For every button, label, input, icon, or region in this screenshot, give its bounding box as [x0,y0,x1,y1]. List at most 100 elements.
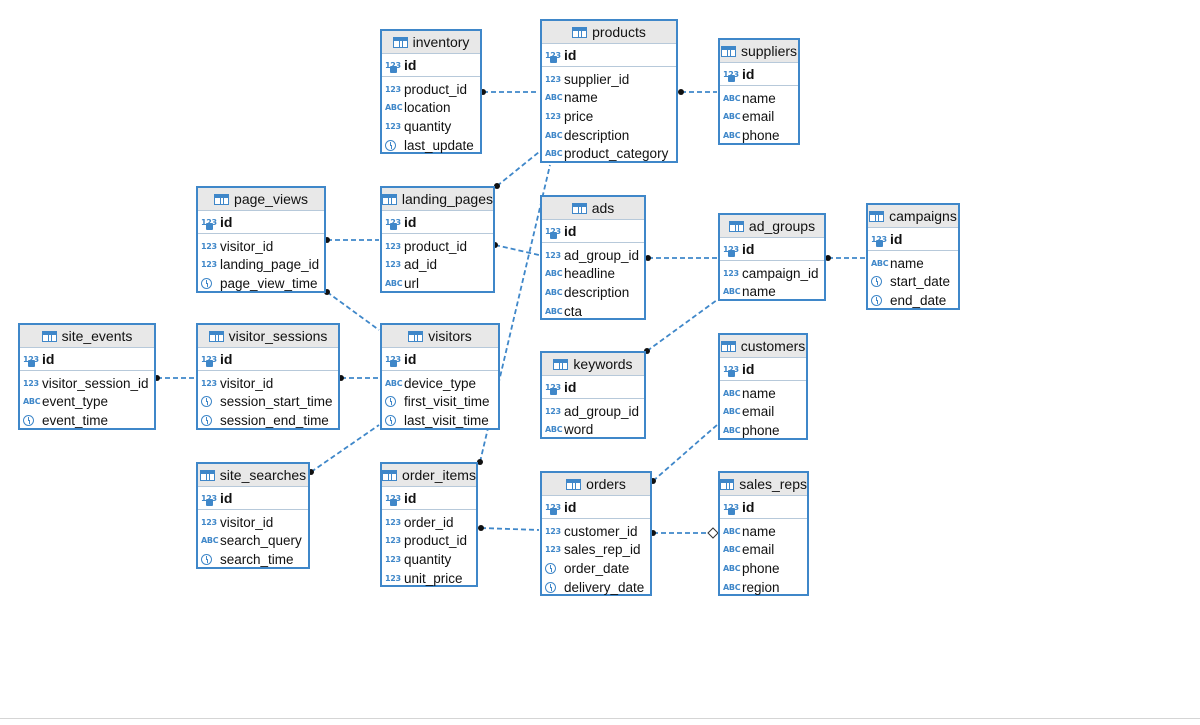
entity-order-items[interactable]: order_items123id 123order_id123product_id… [380,462,478,587]
entity-header[interactable]: landing_pages [382,188,493,211]
entity-sales-reps[interactable]: sales_reps123idABCnameABCemailABCphoneAB… [718,471,809,596]
relationship-link-keywords-to-ad-groups[interactable] [646,299,718,352]
primary-key-row[interactable]: 123id [382,211,493,234]
field-row[interactable]: last_visit_time [382,411,498,430]
primary-key-row[interactable]: 123id [382,54,480,77]
entity-site-events[interactable]: site_events123id123visitor_session_idABC… [18,323,156,430]
entity-site-searches[interactable]: site_searches123id 123visitor_idABCsearch… [196,462,310,569]
primary-key-row[interactable]: 123id [198,487,308,510]
field-row[interactable]: session_end_time [198,411,338,430]
field-row[interactable]: search_time [198,550,308,569]
primary-key-row[interactable]: 123id [198,211,324,234]
field-row[interactable]: event_time [20,411,154,430]
field-row[interactable]: delivery_date [542,578,650,597]
primary-key-row[interactable]: 123id [542,376,644,399]
relationship-link-order-items-to-orders[interactable] [480,527,540,531]
field-row[interactable]: session_start_time [198,393,338,412]
entity-header[interactable]: visitors [382,325,498,348]
primary-key-row[interactable]: 123id [198,348,338,371]
field-row[interactable]: start_date [868,273,958,292]
entity-header[interactable]: campaigns [868,205,958,228]
field-row[interactable]: last_update [382,136,480,155]
primary-key-row[interactable]: 123id [382,348,498,371]
primary-key-row[interactable]: 123id [542,220,644,243]
primary-key-row[interactable]: 123id [720,358,806,381]
field-row[interactable]: end_date [868,291,958,310]
entity-header[interactable]: inventory [382,31,480,54]
field-row[interactable]: first_visit_time [382,393,498,412]
field-row[interactable]: order_date [542,559,650,578]
entity-header[interactable]: sales_reps [720,473,807,496]
relationship-link-landing-pages-to-ads[interactable] [494,244,540,256]
relationship-link-landing-pages-to-products[interactable] [496,151,540,187]
relationship-link-site-searches-to-visitors[interactable] [310,424,380,473]
entity-header[interactable]: products [542,21,676,44]
entity-header[interactable]: orders [542,473,650,496]
entity-landing-pages[interactable]: landing_pages123id 123product_id123ad_idA… [380,186,495,293]
entity-header[interactable]: order_items [382,464,476,487]
primary-key-row[interactable]: 123id [542,496,650,519]
entity-header[interactable]: customers [720,335,806,358]
entity-header[interactable]: ads [542,197,644,220]
primary-key-row[interactable]: 123id [382,487,476,510]
entity-header[interactable]: site_searches [198,464,308,487]
field-row[interactable]: page_view_time [198,274,324,293]
entity-header[interactable]: site_events [20,325,154,348]
entity-inventory[interactable]: inventory123id123product_idABClocation12… [380,29,482,154]
entity-header[interactable]: ad_groups [720,215,824,238]
entity-visitors[interactable]: visitors123idABCdevice_typefirst_visit_t… [380,323,500,430]
entity-suppliers[interactable]: suppliers123idABCnameABCemailABCphone [718,38,800,145]
primary-key-row[interactable]: 123id [720,238,824,261]
entity-visitor-sessions[interactable]: visitor_sessions123id123visitor_idsessio… [196,323,340,430]
entity-header[interactable]: suppliers [720,40,798,63]
relationship-link-orders-to-customers[interactable] [652,424,718,482]
entity-orders[interactable]: orders123id 123customer_id123sales_rep_id… [540,471,652,596]
entity-ads[interactable]: ads123id123ad_group_idABCheadlineABCdesc… [540,195,646,320]
entity-header[interactable]: visitor_sessions [198,325,338,348]
primary-key-row[interactable]: 123id [720,496,807,519]
entity-customers[interactable]: customers123idABCnameABCemailABCphone [718,333,808,440]
entity-products[interactable]: products123id123supplier_idABCname123pri… [540,19,678,163]
entity-header[interactable]: keywords [542,353,644,376]
primary-key-row[interactable]: 123id [542,44,676,67]
